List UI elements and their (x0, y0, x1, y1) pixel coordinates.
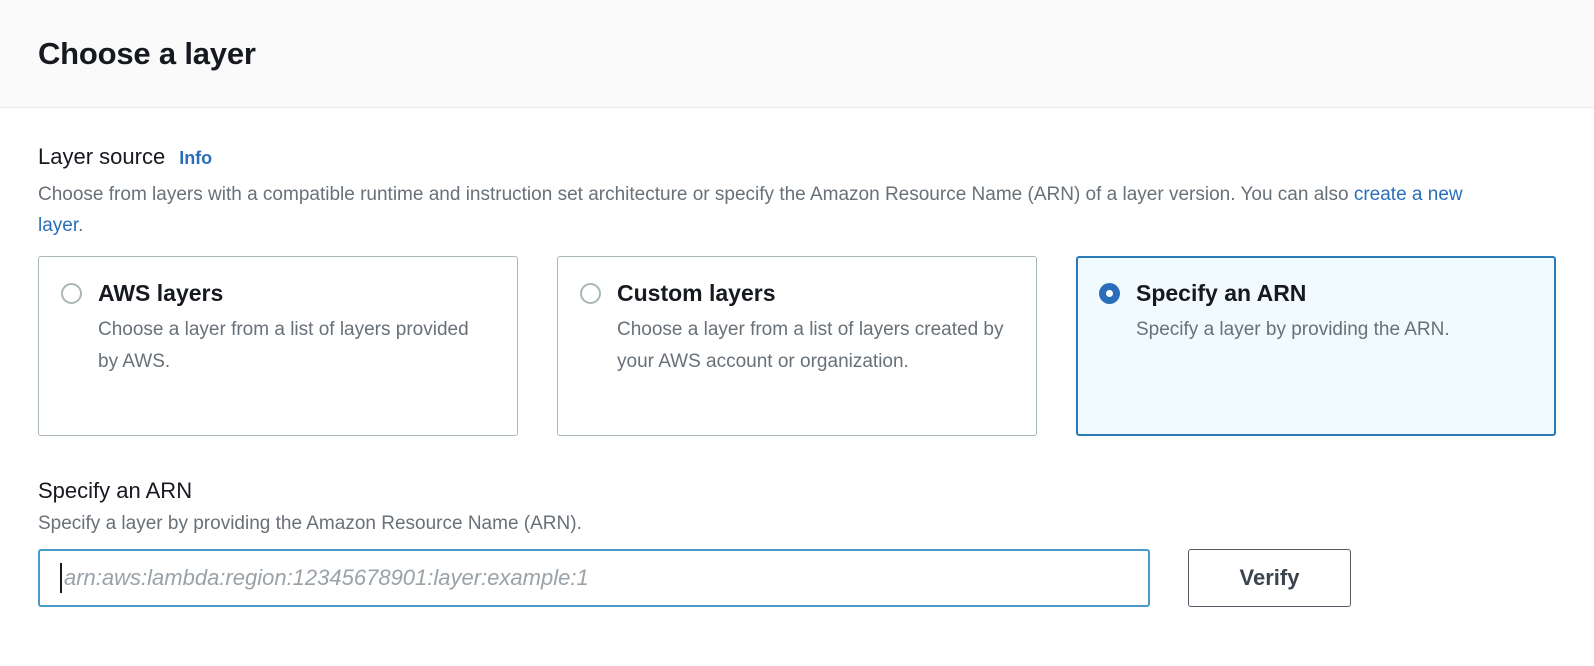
arn-section-description: Specify a layer by providing the Amazon … (38, 513, 582, 534)
radio-card-custom-layers[interactable]: Custom layers Choose a layer from a list… (557, 256, 1037, 436)
layer-source-label: Layer source (38, 144, 166, 169)
radio-card-title: Custom layers (617, 280, 776, 306)
radio-card-description: Specify a layer by providing the ARN. (1136, 319, 1450, 340)
modal-body: Layer source Info Choose from layers wit… (0, 108, 1594, 607)
radio-card-header: Specify an ARN (1099, 279, 1531, 307)
radio-card-header: AWS layers (61, 279, 493, 307)
radio-card-title: AWS layers (98, 280, 224, 306)
text-caret (60, 563, 62, 593)
radio-card-description: Choose a layer from a list of layers cre… (617, 319, 1004, 372)
arn-section-title: Specify an ARN (38, 478, 193, 503)
layer-source-options: AWS layers Choose a layer from a list of… (38, 256, 1556, 436)
radio-button-icon[interactable] (61, 283, 82, 304)
layer-source-description: Choose from layers with a compatible run… (38, 179, 1498, 241)
modal-header: Choose a layer (0, 0, 1594, 108)
arn-input-row: arn:aws:lambda:region:12345678901:layer:… (38, 549, 1556, 607)
verify-button[interactable]: Verify (1188, 549, 1351, 607)
arn-input-placeholder: arn:aws:lambda:region:12345678901:layer:… (64, 565, 589, 590)
info-link[interactable]: Info (179, 148, 213, 168)
radio-button-icon[interactable] (580, 283, 601, 304)
radio-card-description: Choose a layer from a list of layers pro… (98, 319, 469, 372)
create-a-new-layer-link[interactable]: create a new layer (38, 184, 1463, 236)
page-title: Choose a layer (38, 35, 256, 71)
arn-section: Specify an ARN Specify a layer by provid… (38, 478, 1556, 607)
radio-card-specify-an-arn[interactable]: Specify an ARN Specify a layer by provid… (1076, 256, 1556, 436)
layer-source-description-period: . (78, 215, 84, 236)
layer-source-label-row: Layer source Info (38, 144, 1556, 170)
radio-card-header: Custom layers (580, 279, 1012, 307)
layer-source-description-text: Choose from layers with a compatible run… (38, 184, 1354, 205)
radio-card-title: Specify an ARN (1136, 280, 1307, 306)
arn-input[interactable]: arn:aws:lambda:region:12345678901:layer:… (38, 549, 1150, 607)
radio-card-aws-layers[interactable]: AWS layers Choose a layer from a list of… (38, 256, 518, 436)
radio-button-selected-icon[interactable] (1099, 283, 1120, 304)
